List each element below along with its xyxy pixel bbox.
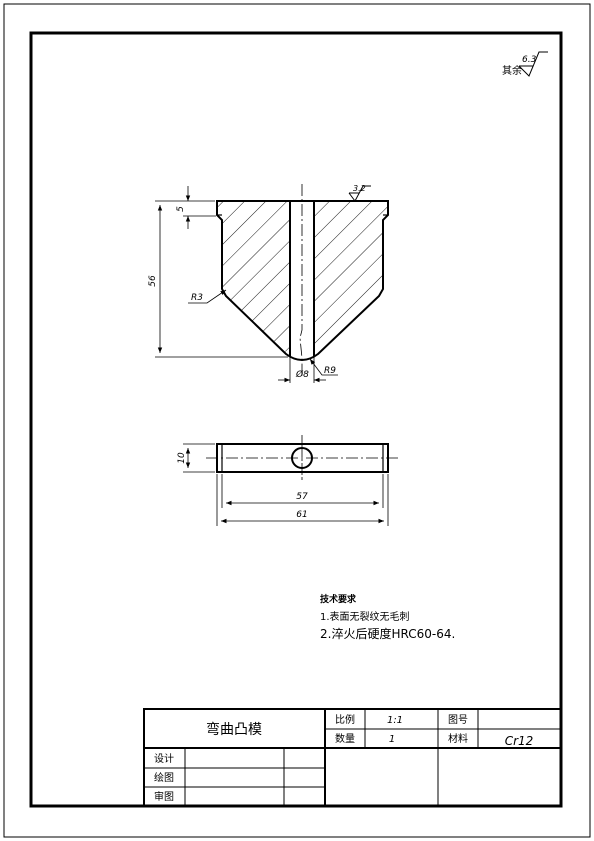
surface-finish-bore-value: 3.2	[353, 184, 366, 193]
dim-flange-height: 5	[176, 206, 186, 212]
dim-total-height: 56	[148, 275, 158, 287]
checked-label: 审图	[154, 790, 174, 803]
surface-finish-rest-label: 其余	[502, 64, 522, 77]
notes-title: 技术要求	[320, 593, 357, 605]
notes-item-2: 2.淬火后硬度HRC60-64.	[320, 626, 455, 641]
dim-tip-radius: R9	[324, 366, 336, 376]
dim-bore-diameter: Ø8	[295, 369, 309, 380]
scale-value: 1:1	[387, 715, 403, 726]
quantity-label: 数量	[335, 732, 355, 745]
hatched-right-half	[314, 201, 388, 356]
quantity-value: 1	[389, 734, 395, 745]
centerline	[299, 184, 303, 378]
designed-label: 设计	[154, 752, 174, 765]
notes-item-1: 1.表面无裂纹无毛刺	[320, 610, 410, 623]
dim-fillet-radius: R3	[191, 293, 203, 303]
hatched-left-half	[217, 201, 290, 356]
technical-notes: 技术要求 1.表面无裂纹无毛刺 2.淬火后硬度HRC60-64.	[320, 593, 455, 641]
title-block	[143, 708, 562, 807]
front-section-view: 3.2	[216, 184, 389, 378]
material-value: Cr12	[505, 734, 534, 748]
scale-label: 比例	[335, 713, 355, 726]
title-block-text: 弯曲凸模 比例 1:1 数量 1 图号 材料 Cr12 设计 绘图 审图	[154, 713, 533, 803]
surface-finish-bore: 3.2	[348, 184, 371, 202]
drawing-no-label: 图号	[448, 714, 468, 726]
outer-border	[3, 3, 591, 838]
drawn-label: 绘图	[154, 771, 174, 784]
dim-inner-length: 57	[296, 492, 308, 502]
part-name: 弯曲凸模	[206, 721, 262, 738]
surface-finish-rest: 其余 6.3	[502, 51, 548, 77]
dim-thickness: 10	[177, 452, 187, 464]
dim-total-length: 61	[296, 510, 307, 520]
material-label: 材料	[448, 732, 468, 745]
top-view	[206, 435, 398, 480]
inner-frame	[29, 31, 563, 808]
top-view-dimensions: 10 57 61	[177, 443, 389, 526]
front-view-dimensions: 56 5 R3 Ø8 R9	[148, 186, 338, 383]
surface-finish-rest-value: 6.3	[522, 55, 537, 65]
